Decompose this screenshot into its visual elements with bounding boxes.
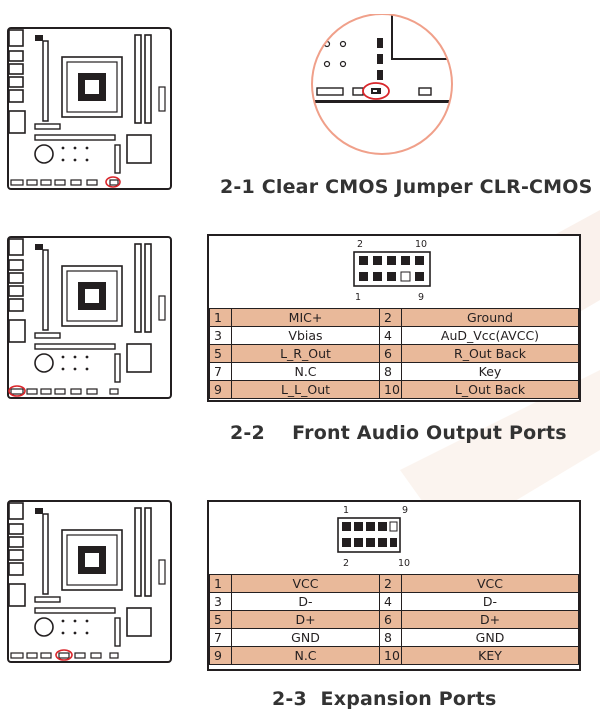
expansion-pin-table: 1 VCC 2 VCC 3 D- 4 D- 5 D+ 6 D+ 7 GND 8 … <box>209 574 579 665</box>
pin-signal: AuD_Vcc(AVCC) <box>401 326 579 345</box>
pin-number: 7 <box>209 362 232 381</box>
pin-number: 5 <box>209 610 232 629</box>
table-row: 1 MIC+ 2 Ground <box>209 308 579 327</box>
pin-number: 7 <box>209 628 232 647</box>
table-row: 9 N.C 10 KEY <box>209 646 579 665</box>
pin-number: 3 <box>209 592 232 611</box>
audio-header-highlight <box>8 385 26 397</box>
pin-signal: D- <box>401 592 579 611</box>
pin-signal: L_R_Out <box>231 344 380 363</box>
pin-label-bottom-left: 2 <box>343 558 350 569</box>
pin-label-bottom-left: 1 <box>355 292 362 303</box>
pin-number: 10 <box>379 380 402 399</box>
motherboard-diagram-3 <box>7 500 173 668</box>
pin-number: 5 <box>209 344 232 363</box>
pin-number: 9 <box>209 646 232 665</box>
pin-signal: VCC <box>401 574 579 593</box>
pin-signal: Vbias <box>231 326 380 345</box>
pin-signal: D- <box>231 592 380 611</box>
pin-signal: D+ <box>401 610 579 629</box>
pin-number: 4 <box>379 326 402 345</box>
pin-signal: Key <box>401 362 579 381</box>
pin-signal: GND <box>231 628 380 647</box>
pin-signal: L_L_Out <box>231 380 380 399</box>
table-row: 7 N.C 8 Key <box>209 362 579 381</box>
pin-number: 10 <box>379 646 402 665</box>
section-caption-audio: 2-2 Front Audio Output Ports <box>230 422 567 444</box>
table-row: 9 L_L_Out 10 L_Out Back <box>209 380 579 399</box>
pin-number: 1 <box>209 574 232 593</box>
pin-label-bottom-right: 10 <box>398 558 411 569</box>
clr-cmos-highlight <box>105 176 121 188</box>
table-row: 3 D- 4 D- <box>209 592 579 611</box>
pin-label-bottom-right: 9 <box>418 292 425 303</box>
audio-pin-table: 1 MIC+ 2 Ground 3 Vbias 4 AuD_Vcc(AVCC) … <box>209 308 579 399</box>
table-row: 1 VCC 2 VCC <box>209 574 579 593</box>
pin-number: 2 <box>379 574 402 593</box>
pin-number: 4 <box>379 592 402 611</box>
pin-number: 8 <box>379 362 402 381</box>
motherboard-diagram-2 <box>7 236 173 404</box>
pin-label-top-right: 10 <box>415 239 428 250</box>
pin-number: 1 <box>209 308 232 327</box>
table-row: 5 L_R_Out 6 R_Out Back <box>209 344 579 363</box>
table-row: 5 D+ 6 D+ <box>209 610 579 629</box>
expansion-connector-pin-icon <box>337 517 401 553</box>
pin-label-top-left: 1 <box>343 505 350 516</box>
expansion-header-highlight <box>55 649 73 661</box>
expansion-connector-box: 1 9 2 10 1 VCC 2 VCC 3 D- 4 D- 5 D+ 6 D+… <box>207 500 581 671</box>
audio-connector-box: 2 10 1 9 1 MIC+ 2 Ground 3 Vbias 4 AuD_V… <box>207 234 581 402</box>
pin-signal: N.C <box>231 646 380 665</box>
motherboard-diagram-1 <box>7 27 173 195</box>
pin-signal: KEY <box>401 646 579 665</box>
pin-number: 6 <box>379 610 402 629</box>
pin-signal: MIC+ <box>231 308 380 327</box>
pin-label-top-right: 9 <box>402 505 409 516</box>
section-caption-clr-cmos: 2-1 Clear CMOS Jumper CLR-CMOS <box>220 176 593 198</box>
pin-signal: Ground <box>401 308 579 327</box>
pin-signal: VCC <box>231 574 380 593</box>
pin-number: 2 <box>379 308 402 327</box>
pin-signal: GND <box>401 628 579 647</box>
pin-number: 9 <box>209 380 232 399</box>
pin-label-top-left: 2 <box>357 239 364 250</box>
table-row: 3 Vbias 4 AuD_Vcc(AVCC) <box>209 326 579 345</box>
pin-signal: N.C <box>231 362 380 381</box>
pin-number: 6 <box>379 344 402 363</box>
pin-signal: R_Out Back <box>401 344 579 363</box>
table-row: 7 GND 8 GND <box>209 628 579 647</box>
clr-cmos-magnifier <box>307 13 457 168</box>
pin-signal: D+ <box>231 610 380 629</box>
pin-number: 3 <box>209 326 232 345</box>
audio-connector-pin-icon <box>353 251 431 287</box>
section-caption-expansion: 2-3 Expansion Ports <box>272 688 497 710</box>
pin-number: 8 <box>379 628 402 647</box>
pin-signal: L_Out Back <box>401 380 579 399</box>
